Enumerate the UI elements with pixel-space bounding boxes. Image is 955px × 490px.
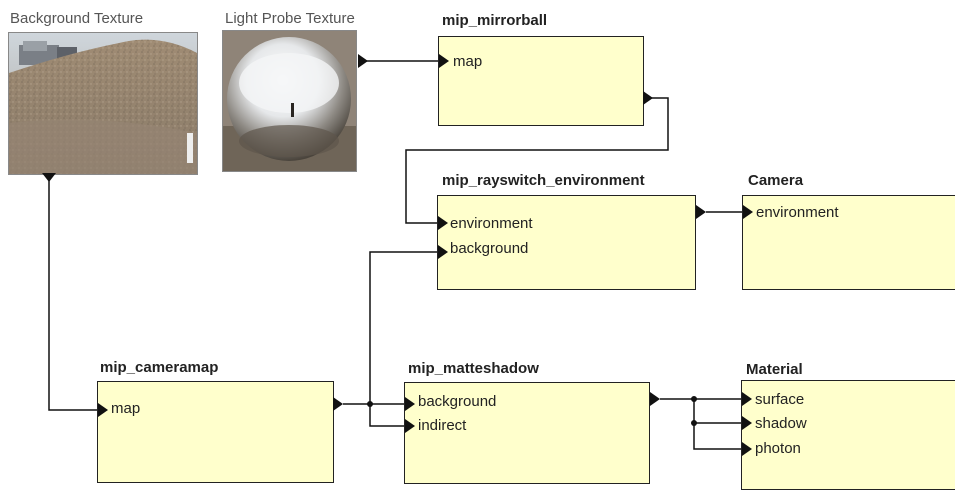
wire-cameramap-to-rayswitch-background (369, 251, 437, 404)
mirrorball-map-input-arrow (439, 54, 449, 68)
cameramap-output-arrow (333, 397, 343, 411)
junction-dot (691, 396, 697, 402)
mirrorball-port-map[interactable]: map (453, 53, 483, 70)
background-output-arrow (42, 173, 56, 182)
camera-node-title: Camera (748, 172, 804, 189)
material-surface-input-arrow (742, 392, 752, 406)
junction-dot (691, 420, 697, 426)
material-photon-input-arrow (742, 442, 752, 456)
probe-output-arrow (358, 54, 368, 68)
cameramap-node[interactable] (97, 381, 334, 483)
mirror-ball-image (223, 31, 356, 171)
wire-matteshadow-to-photon (693, 399, 741, 450)
camera-environment-input-arrow (743, 205, 753, 219)
wire-background-to-cameramap (48, 180, 97, 411)
matteshadow-port-background[interactable]: background (418, 393, 497, 410)
light-probe-texture-label: Light Probe Texture (225, 10, 355, 27)
background-texture-label: Background Texture (10, 10, 144, 27)
rayswitch-port-environment[interactable]: environment (450, 215, 533, 232)
mirrorball-output-arrow (643, 91, 653, 105)
camera-node[interactable] (742, 195, 955, 290)
cameramap-node-title: mip_cameramap (100, 359, 219, 376)
material-port-shadow[interactable]: shadow (755, 415, 807, 432)
material-shadow-input-arrow (742, 416, 752, 430)
matteshadow-node-title: mip_matteshadow (408, 360, 539, 377)
material-port-photon[interactable]: photon (755, 440, 801, 457)
light-probe-texture-thumbnail[interactable] (222, 30, 357, 172)
rayswitch-node-title: mip_rayswitch_environment (442, 172, 645, 189)
wire-mirrorball-to-rayswitch (405, 97, 669, 224)
junction-dot (367, 401, 373, 407)
wire-cameramap-to-matteshadow-indirect (369, 404, 404, 427)
material-port-surface[interactable]: surface (755, 391, 805, 408)
mirrorball-node-title: mip_mirrorball (442, 12, 548, 29)
material-node-title: Material (746, 361, 803, 378)
matteshadow-indirect-input-arrow (405, 419, 415, 433)
cameramap-port-map[interactable]: map (111, 400, 141, 417)
matteshadow-output-arrow (650, 392, 660, 406)
rayswitch-node[interactable] (437, 195, 696, 290)
background-texture-thumbnail[interactable] (8, 32, 198, 175)
mirrorball-node[interactable] (438, 36, 644, 126)
matteshadow-node[interactable] (404, 382, 650, 484)
camera-port-environment[interactable]: environment (756, 204, 839, 221)
dirt-pile-image (9, 33, 197, 174)
cameramap-map-input-arrow (98, 403, 108, 417)
rayswitch-port-background[interactable]: background (450, 240, 529, 257)
matteshadow-port-indirect[interactable]: indirect (418, 417, 467, 434)
rayswitch-environment-input-arrow (438, 216, 448, 230)
rayswitch-output-arrow (696, 205, 706, 219)
rayswitch-background-input-arrow (438, 245, 448, 259)
matteshadow-background-input-arrow (405, 397, 415, 411)
